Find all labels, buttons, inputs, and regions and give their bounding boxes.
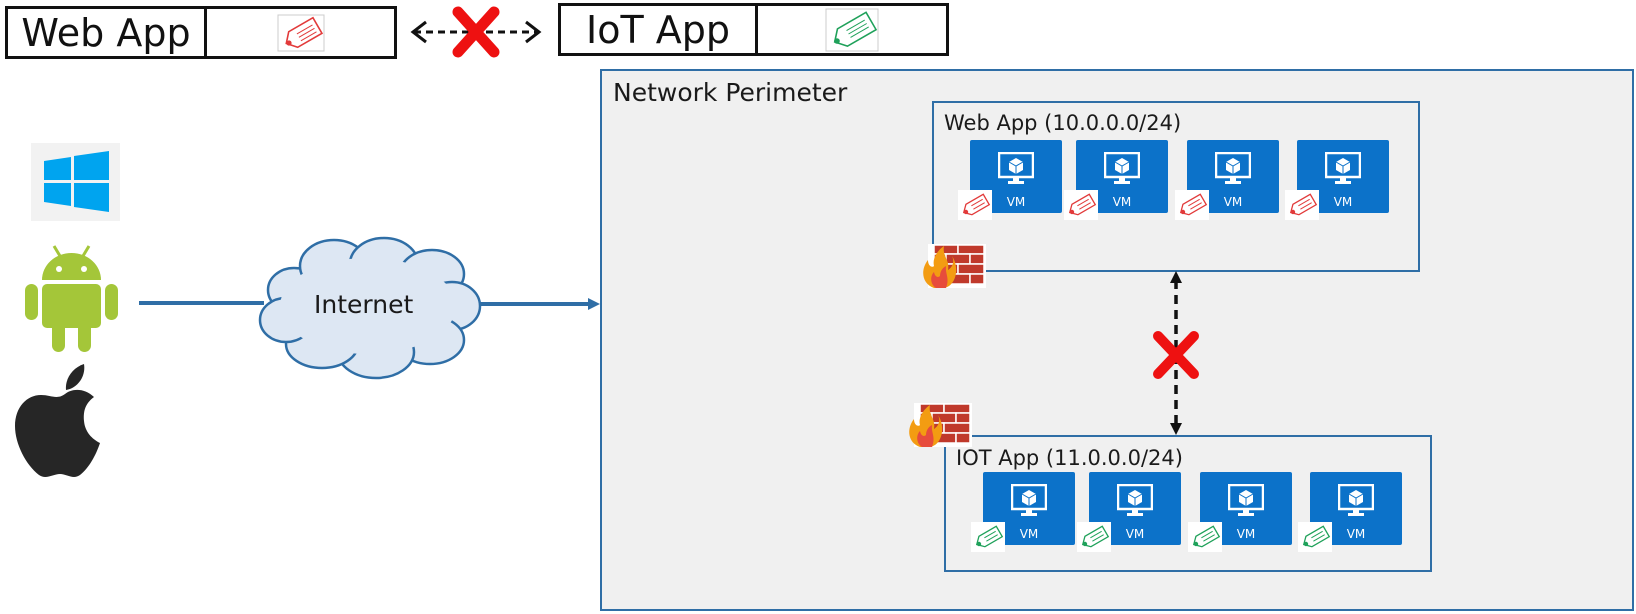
iot-app-subnet-title: IOT App (11.0.0.0/24) bbox=[956, 446, 1183, 470]
iot-vm: VM bbox=[1188, 472, 1292, 552]
legend-web-app: Web App bbox=[5, 6, 397, 59]
apple-logo-icon bbox=[15, 364, 100, 477]
android-logo-icon bbox=[25, 245, 118, 352]
vm-label: VM bbox=[1223, 195, 1243, 209]
green-tag-icon bbox=[1298, 522, 1332, 552]
web-app-subnet-title: Web App (10.0.0.0/24) bbox=[944, 111, 1182, 135]
web-vm: VM bbox=[1285, 140, 1389, 220]
internet-cloud-icon bbox=[258, 236, 482, 380]
green-tag-icon bbox=[758, 6, 946, 53]
web-vm: VM bbox=[958, 140, 1062, 220]
green-tag-icon bbox=[1077, 522, 1111, 552]
virtual-machine-icon bbox=[1011, 484, 1047, 516]
legend-iot-app-label: IoT App bbox=[561, 6, 758, 53]
vm-label: VM bbox=[1112, 195, 1132, 209]
red-tag-icon bbox=[207, 9, 394, 56]
red-x-icon bbox=[1153, 331, 1199, 379]
firewall-icon bbox=[909, 403, 972, 447]
vm-label: VM bbox=[1346, 527, 1366, 541]
virtual-machine-icon bbox=[1117, 484, 1153, 516]
red-tag-icon bbox=[1064, 190, 1098, 220]
internet-connection-line bbox=[139, 298, 600, 310]
red-tag-icon bbox=[1285, 190, 1319, 220]
virtual-machine-icon bbox=[1338, 484, 1374, 516]
windows-logo-icon bbox=[31, 143, 120, 221]
virtual-machine-icon bbox=[998, 152, 1034, 184]
red-tag-icon bbox=[958, 190, 992, 220]
iot-vm: VM bbox=[1077, 472, 1181, 552]
green-tag-icon bbox=[1188, 522, 1222, 552]
green-tag-icon bbox=[971, 522, 1005, 552]
virtual-machine-icon bbox=[1228, 484, 1264, 516]
web-vm: VM bbox=[1175, 140, 1279, 220]
web-vm: VM bbox=[1064, 140, 1168, 220]
red-x-icon bbox=[452, 6, 500, 58]
vm-label: VM bbox=[1019, 527, 1039, 541]
iot-app-subnet bbox=[944, 435, 1432, 572]
vm-label: VM bbox=[1236, 527, 1256, 541]
vm-label: VM bbox=[1006, 195, 1026, 209]
legend-blocked-link bbox=[410, 6, 542, 58]
iot-vm: VM bbox=[1298, 472, 1402, 552]
network-perimeter-title: Network Perimeter bbox=[613, 78, 848, 107]
virtual-machine-icon bbox=[1325, 152, 1361, 184]
virtual-machine-icon bbox=[1215, 152, 1251, 184]
legend-iot-app: IoT App bbox=[558, 3, 949, 56]
iot-vm: VM bbox=[971, 472, 1075, 552]
virtual-machine-icon bbox=[1104, 152, 1140, 184]
legend-web-app-label: Web App bbox=[8, 9, 207, 56]
subnet-blocked-link bbox=[1153, 271, 1199, 435]
vm-label: VM bbox=[1125, 527, 1145, 541]
internet-label: Internet bbox=[314, 290, 414, 319]
firewall-icon bbox=[923, 244, 986, 288]
red-tag-icon bbox=[1175, 190, 1209, 220]
vm-label: VM bbox=[1333, 195, 1353, 209]
